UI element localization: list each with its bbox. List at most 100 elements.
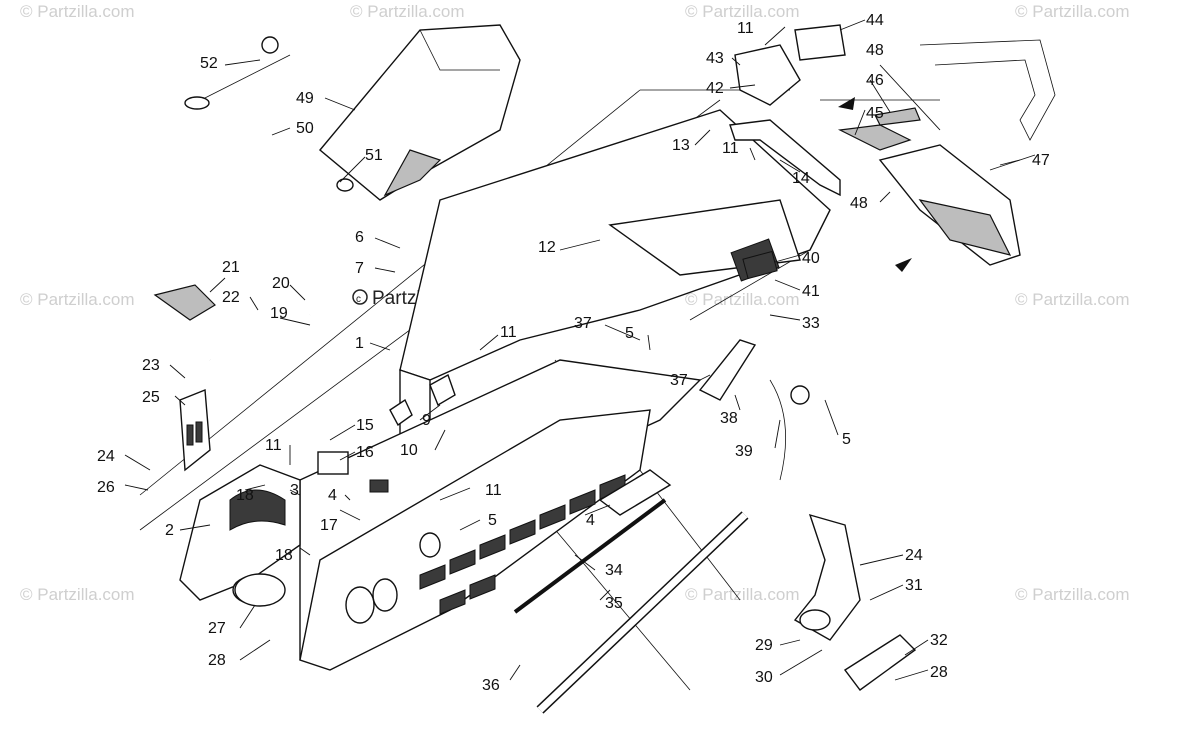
callout-24b: 24: [97, 448, 115, 465]
part-39: [769, 379, 810, 481]
callout-22: 21: [222, 259, 240, 276]
callout-7: 7: [355, 260, 364, 277]
callout-25: 25: [142, 389, 160, 406]
callout-29: 29: [755, 637, 773, 654]
front-bulkhead: [179, 464, 301, 605]
watermark: © Partzilla.com: [685, 585, 800, 604]
watermark: © Partzilla.com: [1015, 585, 1130, 604]
callout-18: 18: [275, 547, 293, 564]
callout-15: 15: [356, 417, 374, 434]
callout-5d: 5: [842, 431, 851, 448]
callout-33: 33: [802, 315, 820, 332]
callout-48: 48: [866, 42, 884, 59]
callout-45: 45: [866, 105, 884, 122]
callout-11: 11: [737, 20, 754, 37]
watermark: © Partzilla.com: [20, 585, 135, 604]
callout-21: 20: [272, 275, 290, 292]
callout-11c: 11: [265, 437, 282, 454]
cover-22: [153, 284, 216, 321]
callout-17: 17: [320, 517, 338, 534]
part-46: [874, 107, 921, 126]
callout-2: 2: [165, 522, 174, 539]
callout-26: 26: [97, 479, 115, 496]
callout-20: 19: [270, 305, 288, 322]
arrows: [838, 97, 912, 272]
callout-11b: 11: [722, 140, 739, 157]
callout-40: 40: [802, 250, 820, 267]
watermark: © Partzilla.com: [685, 2, 800, 21]
callout-5: 4: [328, 487, 337, 504]
callout-34: 34: [605, 562, 623, 579]
callout-35: 35: [605, 595, 623, 612]
part-4: [598, 469, 672, 516]
callout-5c: 5: [625, 325, 634, 342]
callout-27: 27: [208, 620, 226, 637]
callout-31: 31: [905, 577, 923, 594]
callout-28: 28: [208, 652, 226, 669]
callout-37b: 37: [670, 372, 688, 389]
callout-41: 41: [802, 283, 820, 300]
part-16: [317, 451, 389, 493]
callout-30: 30: [755, 669, 773, 686]
callout-13: 13: [672, 137, 690, 154]
watermark: © Partzilla.com: [350, 2, 465, 21]
callout-16: 16: [356, 444, 374, 461]
svg-text:c: c: [356, 294, 361, 305]
callout-51: 51: [365, 147, 383, 164]
leader-lines: [124, 19, 1021, 681]
callout-24c: 24: [905, 547, 923, 564]
callout-39: 39: [735, 443, 753, 460]
callout-1: 1: [355, 335, 364, 352]
part-52: [184, 36, 291, 110]
watermark: © Partzilla.com: [20, 2, 135, 21]
callout-23: 22: [222, 289, 240, 306]
callout-37: 37: [574, 315, 592, 332]
callout-4: 4: [586, 512, 595, 529]
rear-bumper: [837, 39, 1056, 266]
callout-14: 14: [792, 170, 810, 187]
callout-47: 47: [1032, 152, 1050, 169]
callout-10: 10: [400, 442, 418, 459]
callout-11d: 11: [485, 482, 502, 499]
part-32: [843, 634, 917, 691]
part-40-41: [742, 250, 778, 280]
watermark: © Partzilla.com: [1015, 2, 1130, 21]
part-9: [389, 398, 413, 427]
part-51: [336, 178, 354, 192]
callout-19: 18: [236, 487, 254, 504]
foot-rest: [793, 513, 861, 641]
bracket-25: [179, 388, 211, 472]
callout-6: 6: [355, 229, 364, 246]
callout-9: 9: [422, 412, 431, 429]
tubes: [513, 498, 749, 714]
callout-49: 49: [296, 90, 314, 107]
part-10: [429, 373, 456, 407]
part-42: [734, 44, 801, 106]
callout-36: 36: [482, 677, 500, 694]
part-27: [234, 573, 286, 607]
seat-49: [319, 24, 521, 201]
callout-labels: 52 49 50 51 11 43 42 44 48 46 45 47 48 1…: [97, 12, 1050, 694]
callout-12: 12: [538, 239, 556, 256]
callout-46: 46: [866, 72, 884, 89]
callout-44: 44: [866, 12, 884, 29]
callout-11e: 11: [500, 324, 517, 341]
part-44: [794, 24, 846, 61]
watermark: © Partzilla.com: [685, 290, 800, 309]
callout-48b: 48: [850, 195, 868, 212]
callout-50: 50: [296, 120, 314, 137]
watermark: © Partzilla.com: [1015, 290, 1130, 309]
part-14: [729, 119, 841, 197]
handle-20: [206, 313, 311, 361]
callout-38: 38: [720, 410, 738, 427]
callout-28b: 28: [930, 664, 948, 681]
tunnel-assembly: [299, 109, 831, 671]
callout-43: 43: [706, 50, 724, 67]
callout-5b: 5: [488, 512, 497, 529]
callout-32: 32: [930, 632, 948, 649]
part-47: [989, 154, 1036, 171]
watermark: © Partzilla.com: [20, 290, 135, 309]
callout-42: 42: [706, 80, 724, 97]
callout-52: 52: [200, 55, 218, 72]
